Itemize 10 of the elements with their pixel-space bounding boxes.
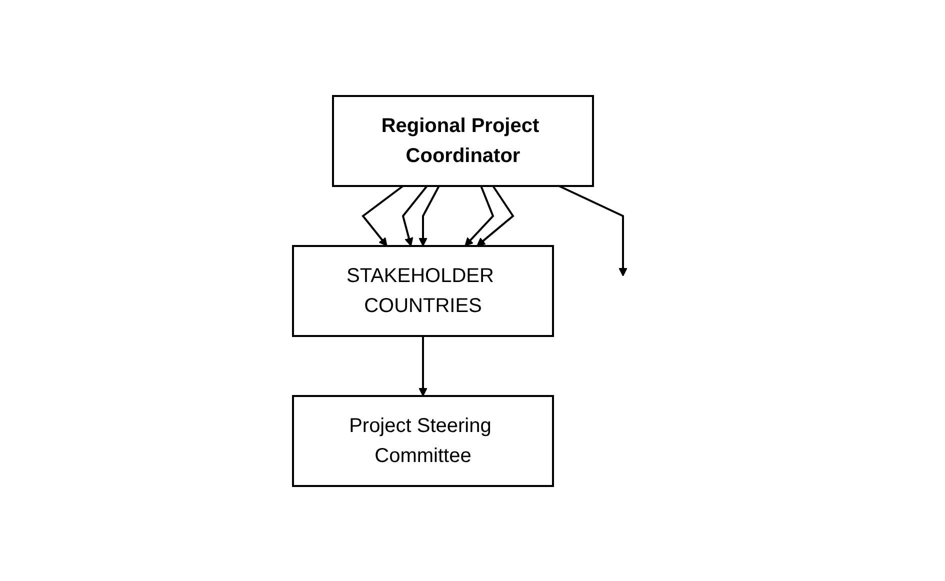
arrow <box>401 184 428 246</box>
node-box: STAKEHOLDER COUNTRIES <box>292 244 554 336</box>
node-box: Regional Project Coordinator <box>332 94 594 186</box>
arrow <box>418 185 440 246</box>
arrow <box>361 184 404 246</box>
arrow <box>558 184 627 276</box>
arrow <box>418 336 427 396</box>
arrow <box>476 184 514 246</box>
node-box: Project Steering Committee <box>292 394 554 486</box>
arrow <box>464 185 494 246</box>
